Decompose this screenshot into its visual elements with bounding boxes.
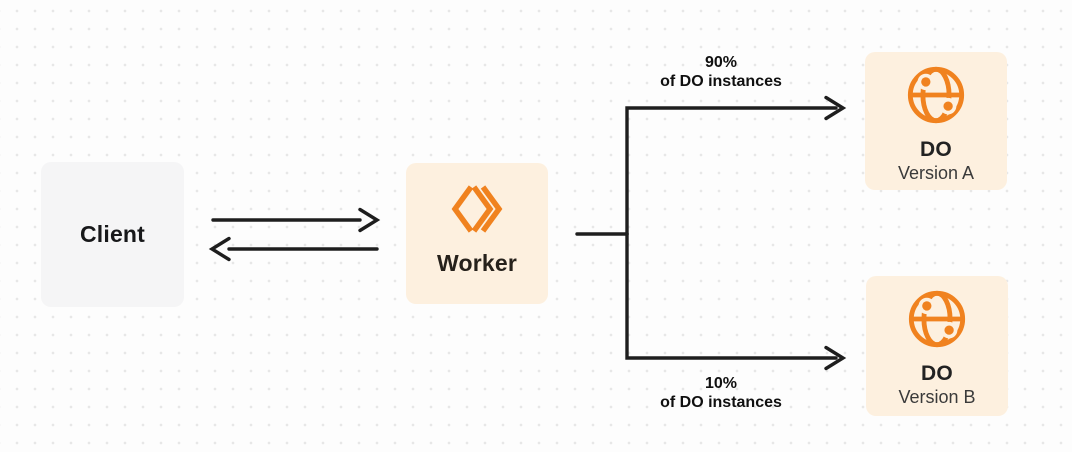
edge-label-90-percent-caption: of DO instances: [660, 73, 782, 90]
globe-icon: [905, 64, 967, 126]
branch-to-version-b: [625, 232, 838, 360]
edge-label-10-percent: 10% of DO instances: [621, 374, 821, 412]
edge-label-90-percent-value: 90%: [704, 54, 738, 71]
edge-label-90-percent: 90% of DO instances: [621, 53, 821, 91]
do-b-subtitle: Version B: [898, 387, 976, 407]
worker-label: Worker: [436, 250, 518, 276]
do-a-title: DO: [919, 138, 953, 161]
do-version-b-node: DO Version B: [866, 276, 1008, 416]
edge-label-10-percent-value: 10%: [704, 375, 738, 392]
edge-label-10-percent-caption: of DO instances: [660, 394, 782, 411]
client-node: Client: [41, 162, 184, 307]
branch-to-version-a: [625, 106, 838, 236]
globe-icon: [906, 288, 968, 350]
workers-chevrons-icon: [450, 183, 504, 235]
arrow-to-version-b-head: [824, 345, 847, 371]
worker-node: Worker: [406, 163, 548, 304]
arrow-worker-to-client-head: [208, 236, 231, 262]
do-b-title: DO: [920, 362, 954, 385]
arrow-to-version-a-head: [824, 95, 847, 121]
do-a-subtitle: Version A: [897, 163, 975, 183]
do-version-a-node: DO Version A: [865, 52, 1007, 190]
client-label: Client: [79, 221, 146, 247]
arrow-client-to-worker-head: [358, 207, 381, 233]
